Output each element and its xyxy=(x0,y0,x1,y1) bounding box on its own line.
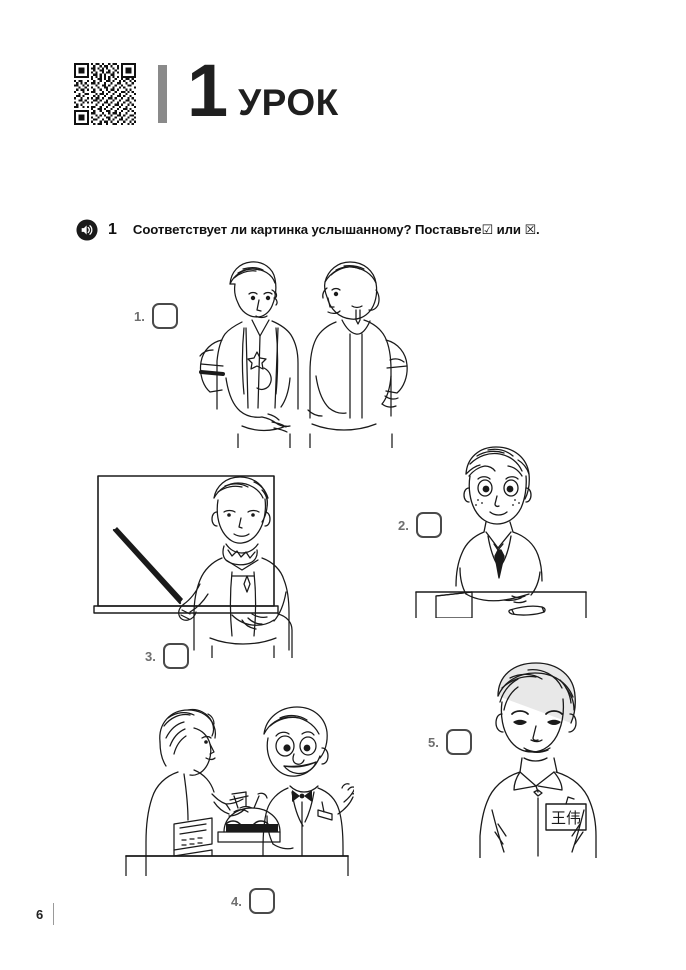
speaker-icon[interactable] xyxy=(76,219,98,241)
task-instruction-row: 1 Соответствует ли картинка услышанному?… xyxy=(76,218,540,242)
item-label-2: 2. xyxy=(398,517,409,533)
illustration-two-boys-handshake xyxy=(186,248,424,448)
item-label-3: 3. xyxy=(145,648,156,664)
badge-text: 王伟 xyxy=(551,809,581,827)
checkbox-3[interactable] xyxy=(162,643,189,669)
task-number: 1 xyxy=(108,221,117,238)
checkbox-2[interactable] xyxy=(415,512,442,538)
illustration-boy-name-badge: 王伟 xyxy=(462,658,614,858)
checkbox-1[interactable] xyxy=(151,303,178,329)
task-period: . xyxy=(536,222,540,237)
checkbox-4[interactable] xyxy=(248,888,275,914)
item-label-1: 1. xyxy=(134,308,145,324)
page-footer: 6 xyxy=(36,903,55,925)
page-number: 6 xyxy=(36,906,44,922)
lesson-header: 1 УРОК xyxy=(74,49,339,133)
qr-code-icon[interactable] xyxy=(74,63,136,125)
answer-item-4: 4. xyxy=(231,888,275,914)
answer-item-1: 1. xyxy=(134,303,178,329)
footer-divider xyxy=(53,903,55,925)
conjunction-or: или xyxy=(496,222,521,237)
task-text-main: Соответствует ли картинка услышанному? П… xyxy=(132,222,482,237)
answer-item-2: 2. xyxy=(398,512,442,538)
item-label-5: 5. xyxy=(428,734,439,750)
answer-item-3: 3. xyxy=(145,643,189,669)
illustration-bakery-counter xyxy=(122,698,354,876)
task-instruction-text: Соответствует ли картинка услышанному? П… xyxy=(133,222,540,238)
checkbox-5[interactable] xyxy=(445,729,472,755)
answer-item-5: 5. xyxy=(428,729,472,755)
check-symbol: ☑ xyxy=(481,223,494,238)
lesson-accent-bar xyxy=(158,65,167,123)
cross-symbol: ☒ xyxy=(524,223,537,238)
item-label-4: 4. xyxy=(231,893,242,909)
illustration-boy-at-desk xyxy=(410,440,592,618)
lesson-word: УРОК xyxy=(238,82,339,123)
lesson-number: 1 xyxy=(187,49,228,133)
illustration-teacher-blackboard xyxy=(92,468,314,658)
